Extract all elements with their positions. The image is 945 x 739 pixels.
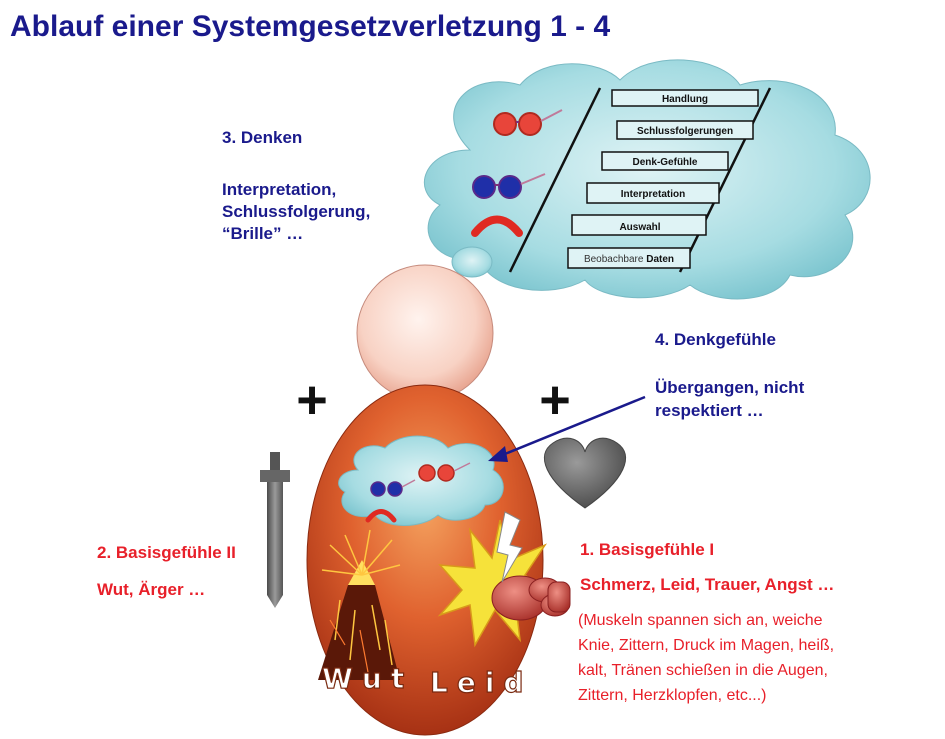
red-glasses-icon — [493, 109, 563, 136]
plus-left: + — [296, 370, 328, 430]
ladder-rung-2: Schlussfolgerungen — [616, 120, 754, 140]
denken-line1: Interpretation, — [222, 180, 337, 199]
ladder-label-schlussfolgerungen: Schlussfolgerungen — [637, 126, 733, 137]
word-wut: Wut — [322, 662, 413, 695]
basis2-line1: Wut, Ärger … — [97, 580, 206, 599]
denkgefuehle-line1: Übergangen, nicht — [655, 378, 805, 397]
word-leid: Leid — [430, 666, 532, 699]
page-title: Ablauf einer Systemgesetzverletzung 1 - … — [10, 10, 611, 43]
ladder-icon: Handlung Schlussfolgerungen Denk-Gefühle… — [508, 87, 772, 273]
plus-right: + — [539, 370, 571, 430]
fist-icon — [491, 575, 571, 621]
ladder-rung-4: Interpretation — [586, 182, 720, 204]
denkgefuehle-line2: respektiert … — [655, 401, 764, 420]
lightning-icon — [496, 511, 523, 583]
basis1-detail2: Knie, Zittern, Druck im Magen, heiß, — [578, 637, 835, 654]
frown-icon — [471, 215, 523, 237]
ladder-rung-3: Denk-Gefühle — [601, 151, 729, 171]
basis1-detail1: (Muskeln spannen sich an, weiche — [578, 612, 823, 629]
volcano-icon — [318, 529, 401, 680]
heart-icon — [543, 437, 627, 509]
ladder-label-interpretation: Interpretation — [621, 189, 685, 200]
small-blue-glasses-icon — [370, 479, 416, 497]
denkgefuehle-heading: 4. Denkgefühle — [655, 330, 776, 349]
denken-line2: Schlussfolgerung, — [222, 202, 371, 221]
ladder-label-daten: Beobachbare Daten — [584, 254, 674, 265]
small-red-glasses-icon — [418, 462, 471, 482]
explosion-icon — [437, 519, 558, 648]
basis1-line1: Schmerz, Leid, Trauer, Angst … — [580, 575, 835, 594]
ladder-rung-5: Auswahl — [571, 214, 707, 236]
blue-glasses-icon — [472, 173, 546, 199]
ladder-label-denk-gefuehle: Denk-Gefühle — [632, 157, 697, 168]
basis1-detail4: Zittern, Herzklopfen, etc...) — [578, 687, 767, 704]
head-circle — [356, 264, 494, 402]
denken-heading: 3. Denken — [222, 128, 303, 147]
ladder-rung-6: Beobachbare Daten — [567, 247, 691, 269]
small-thought-cloud — [338, 435, 504, 526]
ladder-rung-1: Handlung — [611, 89, 759, 107]
ladder-label-handlung: Handlung — [662, 94, 708, 105]
basis2-heading: 2. Basisgefühle II — [97, 543, 236, 562]
arrow-denkgefuehle — [488, 395, 646, 462]
small-frown-icon — [365, 509, 397, 523]
denken-line3: “Brille” … — [222, 224, 304, 243]
basis1-detail3: kalt, Tränen schießen in die Augen, — [578, 662, 828, 679]
basis1-heading: 1. Basisgefühle I — [580, 540, 715, 559]
ladder-label-auswahl: Auswahl — [619, 222, 660, 233]
dagger-icon — [260, 452, 290, 608]
